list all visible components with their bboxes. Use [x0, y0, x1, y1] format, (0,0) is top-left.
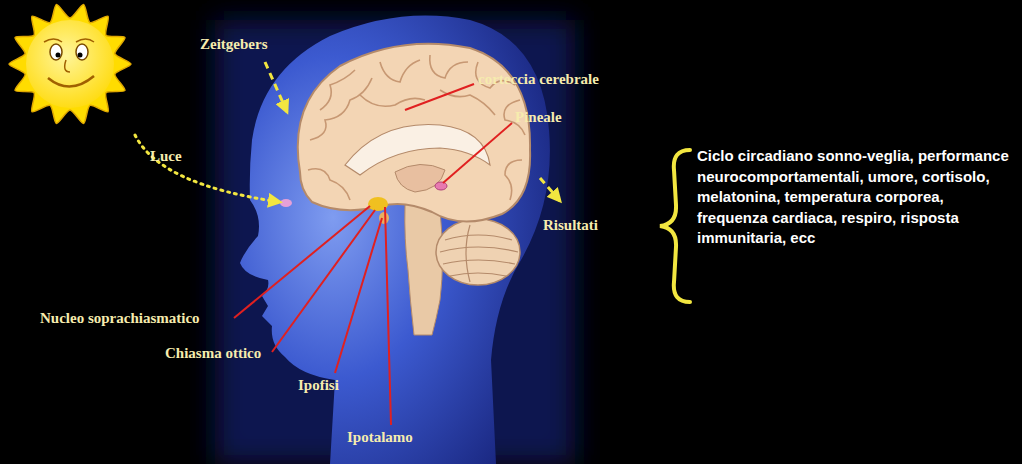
part-label: Pineale — [515, 108, 562, 126]
part-label: Ipotalamo — [347, 428, 413, 446]
light-label: Luce — [150, 147, 182, 165]
sun-icon — [9, 5, 131, 124]
results-list: Ciclo circadiano sonno-veglia, performan… — [697, 146, 1015, 249]
curly-brace — [660, 150, 690, 302]
leader-lines — [234, 84, 512, 425]
part-label: Nucleo soprachiasmatico — [40, 309, 200, 327]
part-label: corteccia cerebrale — [478, 70, 599, 88]
results-label: Risultati — [543, 216, 598, 234]
pineal-gland — [435, 182, 447, 190]
cerebellum — [436, 219, 520, 285]
cerebellum-folds — [440, 225, 518, 282]
zeitgeber-label: Zeitgebers — [200, 35, 267, 53]
brainstem — [405, 203, 443, 335]
eye — [280, 199, 292, 207]
brain — [298, 44, 530, 222]
part-label: Chiasma ottico — [165, 344, 261, 362]
part-label: Ipofisi — [298, 376, 339, 394]
